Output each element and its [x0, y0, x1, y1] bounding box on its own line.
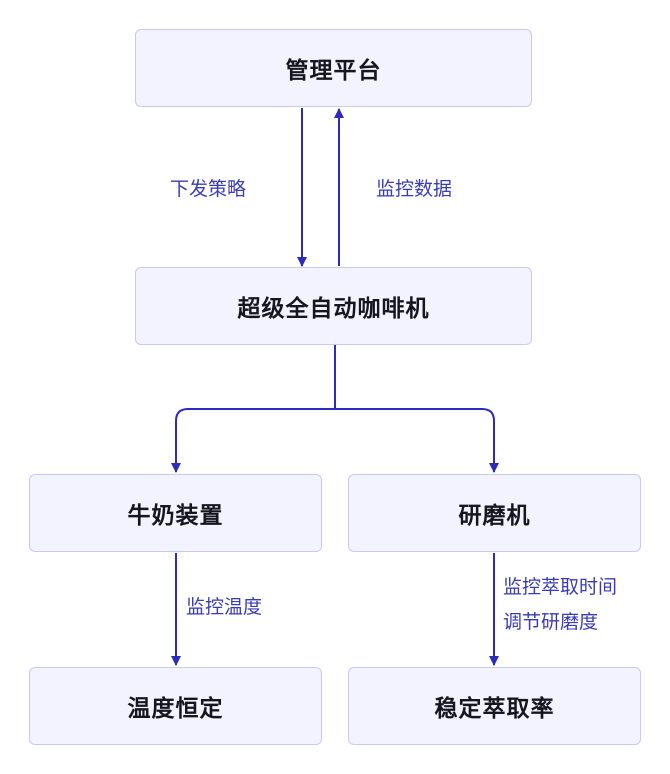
label-issue-policy: 下发策略 — [170, 178, 247, 200]
label-monitor-data: 监控数据 — [376, 178, 453, 200]
label-monitor-temperature: 监控温度 — [186, 596, 263, 618]
label-monitor-extraction-time: 监控萃取时间 — [503, 576, 618, 598]
node-stable-extraction: 稳定萃取率 — [348, 667, 641, 745]
node-milk-device: 牛奶装置 — [29, 474, 322, 552]
edge-machine-to-milk — [171, 345, 336, 473]
node-coffee-machine: 超级全自动咖啡机 — [135, 267, 532, 345]
node-grinder: 研磨机 — [348, 474, 641, 552]
label-adjust-grind: 调节研磨度 — [503, 611, 599, 633]
node-constant-temperature: 温度恒定 — [29, 667, 322, 745]
edge-machine-to-grinder — [335, 408, 499, 473]
node-management-platform: 管理平台 — [135, 29, 532, 107]
